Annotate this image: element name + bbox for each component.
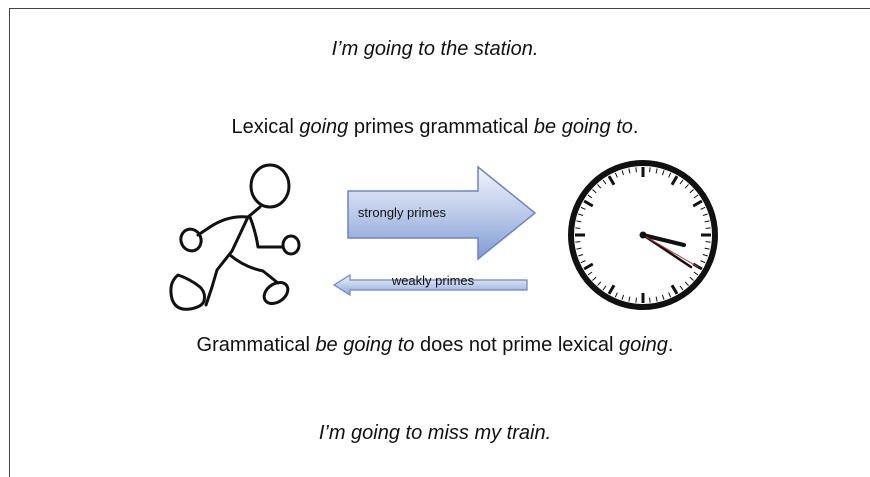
clock-minute-tick <box>705 241 711 243</box>
clock-minute-tick <box>700 260 706 264</box>
clock-minute-tick <box>684 281 689 286</box>
clock-minute-tick <box>684 184 689 189</box>
statement-italic-part: going <box>618 334 668 356</box>
statement-grammatical-not-prime: Grammatical be going to does not prime l… <box>0 334 870 357</box>
clock-minute-tick <box>628 296 631 302</box>
clock-minute-tick <box>580 260 586 264</box>
clock-minute-tick <box>602 285 607 291</box>
statement-italic-part: be going to <box>315 334 415 356</box>
clock-minute-tick <box>679 179 684 185</box>
clock-hour-tick <box>583 262 594 271</box>
clock-minute-tick <box>700 206 706 210</box>
clock-minute-tick <box>655 168 658 174</box>
slide-frame <box>9 8 870 477</box>
clock-minute-tick <box>649 167 651 173</box>
clock-minute-tick <box>621 294 625 300</box>
clock-minute-tick <box>597 184 602 189</box>
clock-minute-tick <box>614 172 618 178</box>
statement-part: does not prime lexical <box>414 334 619 356</box>
statement-italic-part: going <box>299 116 349 138</box>
clock-minute-tick <box>693 271 699 276</box>
clock-minute-tick <box>628 168 631 174</box>
clock-minute-tick <box>705 227 711 229</box>
statement-part: Grammatical <box>196 334 316 356</box>
clock-minute-tick <box>575 241 581 243</box>
clock-icon <box>568 160 718 310</box>
clock-minute-tick <box>635 167 637 173</box>
clock-minute-tick <box>587 194 593 199</box>
priming-arrows: strongly primes weakly primes <box>332 165 537 297</box>
clock-minute-tick <box>655 296 658 302</box>
clock-minute-tick <box>668 292 672 298</box>
clock-minute-tick <box>597 281 602 286</box>
clock-hour-tick <box>670 175 679 186</box>
statement-part: . <box>667 334 674 356</box>
clock-minute-tick <box>575 227 581 229</box>
clock-minute-tick <box>704 220 710 223</box>
example-sentence-top: I’m going to the station. <box>331 38 539 60</box>
example-sentence-bottom: I’m going to miss my train. <box>318 422 552 444</box>
statement-part: Lexical <box>231 116 300 138</box>
clock-hour-tick <box>607 284 616 295</box>
clock-minute-tick <box>679 285 684 291</box>
walking-figure-icon <box>169 163 301 311</box>
clock-minute-tick <box>693 194 699 199</box>
clock-minute-tick <box>689 189 694 194</box>
clock-minute-tick <box>661 170 665 176</box>
weak-arrow <box>332 273 528 297</box>
clock-minute-tick <box>576 220 582 223</box>
clock-minute-tick <box>649 297 651 303</box>
clock-minute-tick <box>702 213 708 217</box>
clock-minute-tick <box>587 271 593 276</box>
clock-minute-tick <box>592 276 597 281</box>
clock-minute-tick <box>621 170 625 176</box>
strong-arrow-label: strongly primes <box>358 205 447 220</box>
statement-lexical-primes: Lexical going primes grammatical be goin… <box>0 116 870 139</box>
clock-hour-tick <box>670 284 679 295</box>
clock-minute-tick <box>592 189 597 194</box>
clock-minute-tick <box>576 247 582 250</box>
clock-minute-tick <box>602 179 607 185</box>
statement-italic-part: be going to <box>533 116 633 138</box>
clock-minute-tick <box>704 247 710 250</box>
clock-minute-tick <box>578 213 584 217</box>
clock-minute-tick <box>635 297 637 303</box>
statement-part: primes grammatical <box>348 116 534 138</box>
clock-minute-tick <box>580 206 586 210</box>
strong-arrow <box>347 165 537 261</box>
clock-minute-tick <box>661 294 665 300</box>
clock-minute-tick <box>668 172 672 178</box>
clock-minute-tick <box>689 276 694 281</box>
clock-hour-tick <box>583 199 594 208</box>
clock-hour-tick <box>607 175 616 186</box>
clock-minute-tick <box>702 253 708 257</box>
statement-part: . <box>632 116 639 138</box>
clock-hour-tick <box>692 199 703 208</box>
clock-minute-tick <box>614 292 618 298</box>
weak-arrow-label: weakly primes <box>391 273 475 288</box>
clock-minute-tick <box>578 253 584 257</box>
